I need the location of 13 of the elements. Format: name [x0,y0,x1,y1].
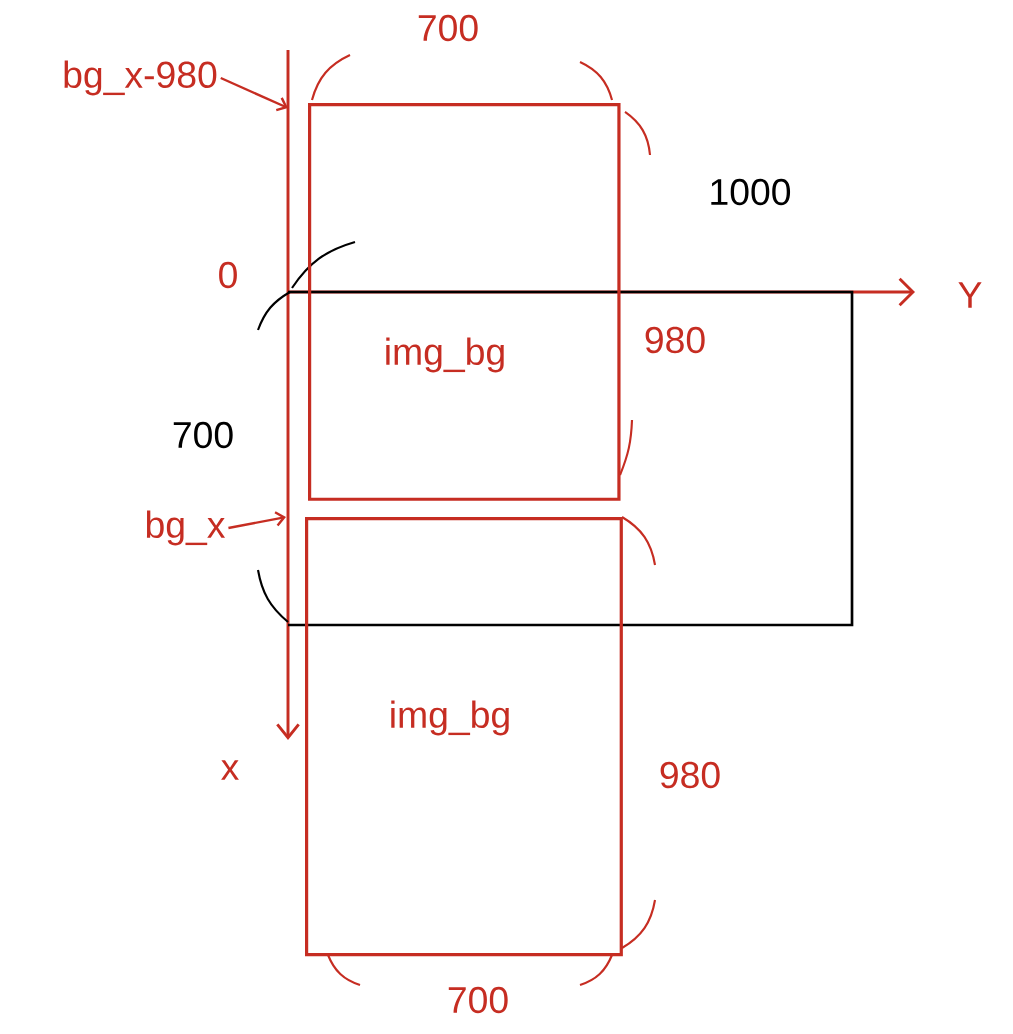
dimension-label: 700 [173,421,233,449]
dimension-label: 700 [418,14,478,42]
arrow [220,76,288,112]
arrow [228,511,286,530]
dimension-label: 0 [219,261,237,289]
variable-label: bg_x-980 [64,60,217,96]
image-box: img_bg [308,103,621,501]
dimension-label: 1000 [711,178,791,206]
dimension-label: Y [958,282,982,308]
dimension-label: 980 [660,761,720,789]
dimension-label: x [221,760,239,780]
variable-label: bg_x [146,510,226,546]
image-box: img_bg [305,517,623,957]
